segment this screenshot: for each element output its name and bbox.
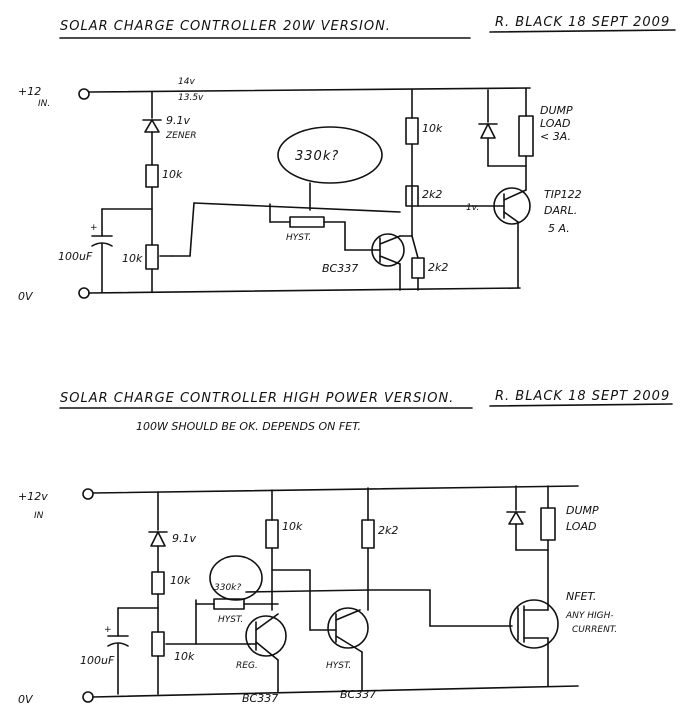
label-hyst: HYST.	[286, 233, 311, 243]
diagram-high-power: SOLAR CHARGE CONTROLLER HIGH POWER VERSI…	[18, 389, 673, 706]
resistor	[361, 519, 375, 549]
label-zener-2: 9.1v	[172, 532, 196, 545]
label-dump-2: DUMP	[566, 504, 599, 517]
subtitle-hp: 100W SHOULD BE OK. DEPENDS ON FET.	[136, 420, 361, 433]
wire	[489, 403, 673, 407]
label-bc337: BC337	[322, 262, 358, 275]
resistor-2k2-b	[411, 257, 425, 279]
capacitor-plate-curved	[91, 242, 113, 247]
zener	[150, 531, 166, 547]
resistor-10k-b	[405, 117, 419, 145]
wire	[107, 642, 129, 647]
label-tip122: TIP122	[544, 188, 582, 201]
label-any-high: ANY HIGH-	[565, 611, 614, 621]
wire	[255, 613, 279, 631]
label-0v-2: 0V	[18, 693, 34, 706]
label-pot: 10k	[122, 252, 143, 265]
author-underline	[489, 29, 676, 33]
label-2k2-b: 2k2	[428, 261, 448, 274]
dump-load	[518, 115, 534, 157]
label-darl: DARL.	[544, 204, 577, 217]
label-1v: 1v.	[466, 203, 479, 213]
transistor-reg	[245, 615, 287, 657]
label-10k-b: 10k	[422, 122, 443, 135]
label-330k: 330k?	[295, 149, 339, 164]
wire	[411, 235, 419, 259]
diode	[508, 511, 524, 525]
label-10k-a: 10k	[162, 168, 183, 181]
resistor-10k	[145, 164, 159, 188]
flyback-diode	[480, 123, 496, 139]
diagram-20w: SOLAR CHARGE CONTROLLER 20W VERSION. R. …	[18, 15, 676, 303]
wire	[503, 189, 527, 201]
cap-plus: +	[104, 625, 112, 635]
zener-diode-symbol	[144, 119, 160, 133]
label-capacitor: 100uF	[58, 250, 93, 263]
potentiometer	[151, 631, 165, 657]
label-bc337-b: BC337	[340, 688, 376, 701]
wire	[335, 635, 363, 653]
label-load: LOAD	[540, 117, 570, 130]
question-cloud	[277, 126, 383, 184]
label-2k2-2: 2k2	[378, 524, 398, 537]
terminal-zero	[78, 287, 90, 299]
label-current: CURRENT.	[572, 625, 617, 635]
ground-rail	[88, 287, 521, 294]
potentiometer	[145, 244, 159, 270]
resistor	[151, 571, 165, 595]
label-zener: ZENER	[165, 131, 197, 141]
wire	[379, 255, 401, 265]
label-plus12: +12	[18, 85, 41, 98]
label-2k2-a: 2k2	[422, 188, 442, 201]
author-hp: R. BLACK 18 SEPT 2009	[495, 389, 670, 404]
label-dump: DUMP	[540, 104, 573, 117]
label-5a: 5 A.	[548, 222, 570, 235]
positive-rail	[88, 87, 531, 93]
label-10k-2: 10k	[170, 574, 191, 587]
label-hyst-2: HYST.	[218, 615, 243, 625]
label-bc337-a: BC337	[242, 692, 278, 705]
label-zener-voltage: 9.1v	[166, 114, 190, 127]
label-load-2: LOAD	[566, 520, 596, 533]
ground-rail-2	[92, 685, 579, 698]
terminal	[82, 691, 94, 703]
label-load-current: < 3A.	[540, 130, 571, 143]
label-135v: 13.5v	[178, 93, 204, 103]
transistor-hyst	[327, 607, 369, 649]
label-14v: 14v	[178, 77, 195, 87]
resistor-330k	[289, 216, 325, 228]
label-pot-2: 10k	[174, 650, 195, 663]
wire	[245, 589, 369, 593]
terminal-plus	[78, 88, 90, 100]
resistor	[265, 519, 279, 549]
label-330k-2: 330k?	[214, 583, 241, 593]
label-in-2: IN	[34, 511, 44, 521]
label-in: IN.	[38, 99, 50, 109]
resistor-2k2-a	[405, 185, 419, 207]
wire	[255, 641, 279, 661]
label-cap-2: 100uF	[80, 654, 115, 667]
label-hyst-3: HYST.	[326, 661, 351, 671]
wire	[193, 202, 401, 213]
question-cloud	[209, 555, 263, 601]
label-10k-3: 10k	[282, 520, 303, 533]
label-reg: REG.	[236, 661, 258, 671]
wire	[379, 235, 401, 245]
cap-plus: +	[90, 223, 98, 233]
terminal	[82, 488, 94, 500]
wire	[335, 609, 361, 621]
label-plus12v: +12v	[18, 490, 48, 503]
dump-load	[540, 507, 556, 541]
title-hp: SOLAR CHARGE CONTROLLER HIGH POWER VERSI…	[60, 391, 454, 406]
positive-rail-2	[92, 485, 579, 494]
title-20w: SOLAR CHARGE CONTROLLER 20W VERSION.	[60, 19, 391, 34]
wire	[503, 211, 519, 223]
wire	[189, 202, 195, 257]
label-nfet: NFET.	[566, 590, 596, 603]
label-0v: 0V	[18, 290, 34, 303]
nfet	[509, 599, 559, 649]
author-20w: R. BLACK 18 SEPT 2009	[495, 15, 670, 30]
